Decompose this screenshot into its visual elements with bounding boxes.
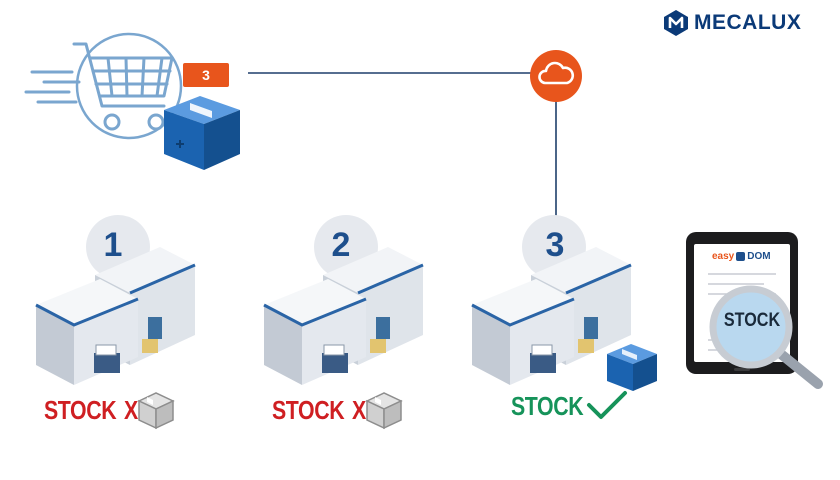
cart-badge: 3 [183,63,229,87]
easydom-logo-right: DOM [747,251,771,262]
stock-label: STOCK [272,394,345,425]
stock-status-3: STOCK [511,390,629,422]
checkmark-icon [587,391,628,419]
empty-box-icon [137,392,175,430]
stock-label: STOCK [44,394,117,425]
warehouse-building-icon [35,215,196,385]
warehouse-number: 1 [103,226,123,264]
brand-logo: MECALUX [662,8,801,38]
brand-name: MECALUX [694,11,802,34]
easydom-logo: easy DOM [712,251,771,262]
stock-status-2: STOCK X [272,390,405,430]
tablet-home-bar [734,368,750,371]
easydom-logo-left: easy [712,251,735,262]
warehouse-building-icon [471,215,632,385]
magnifier-icon [709,285,823,389]
stock-label: STOCK [511,390,584,421]
magnifier-stock-text: STOCK [723,310,781,331]
warehouse-number: 2 [331,226,351,264]
shopping-cart-icon [24,32,183,140]
cloud-icon [530,50,582,102]
stock-unavailable-mark: X [124,394,138,425]
warehouse-number: 3 [545,226,565,264]
stock-status-1: STOCK X [44,390,177,430]
warehouse-building-icon [263,215,424,385]
easydom-mark-icon [736,252,746,261]
empty-box-icon [365,392,403,430]
mecalux-logo-icon [664,10,688,36]
stock-unavailable-mark: X [352,394,366,425]
blue-package-icon [607,344,657,391]
package-icon [164,96,240,170]
